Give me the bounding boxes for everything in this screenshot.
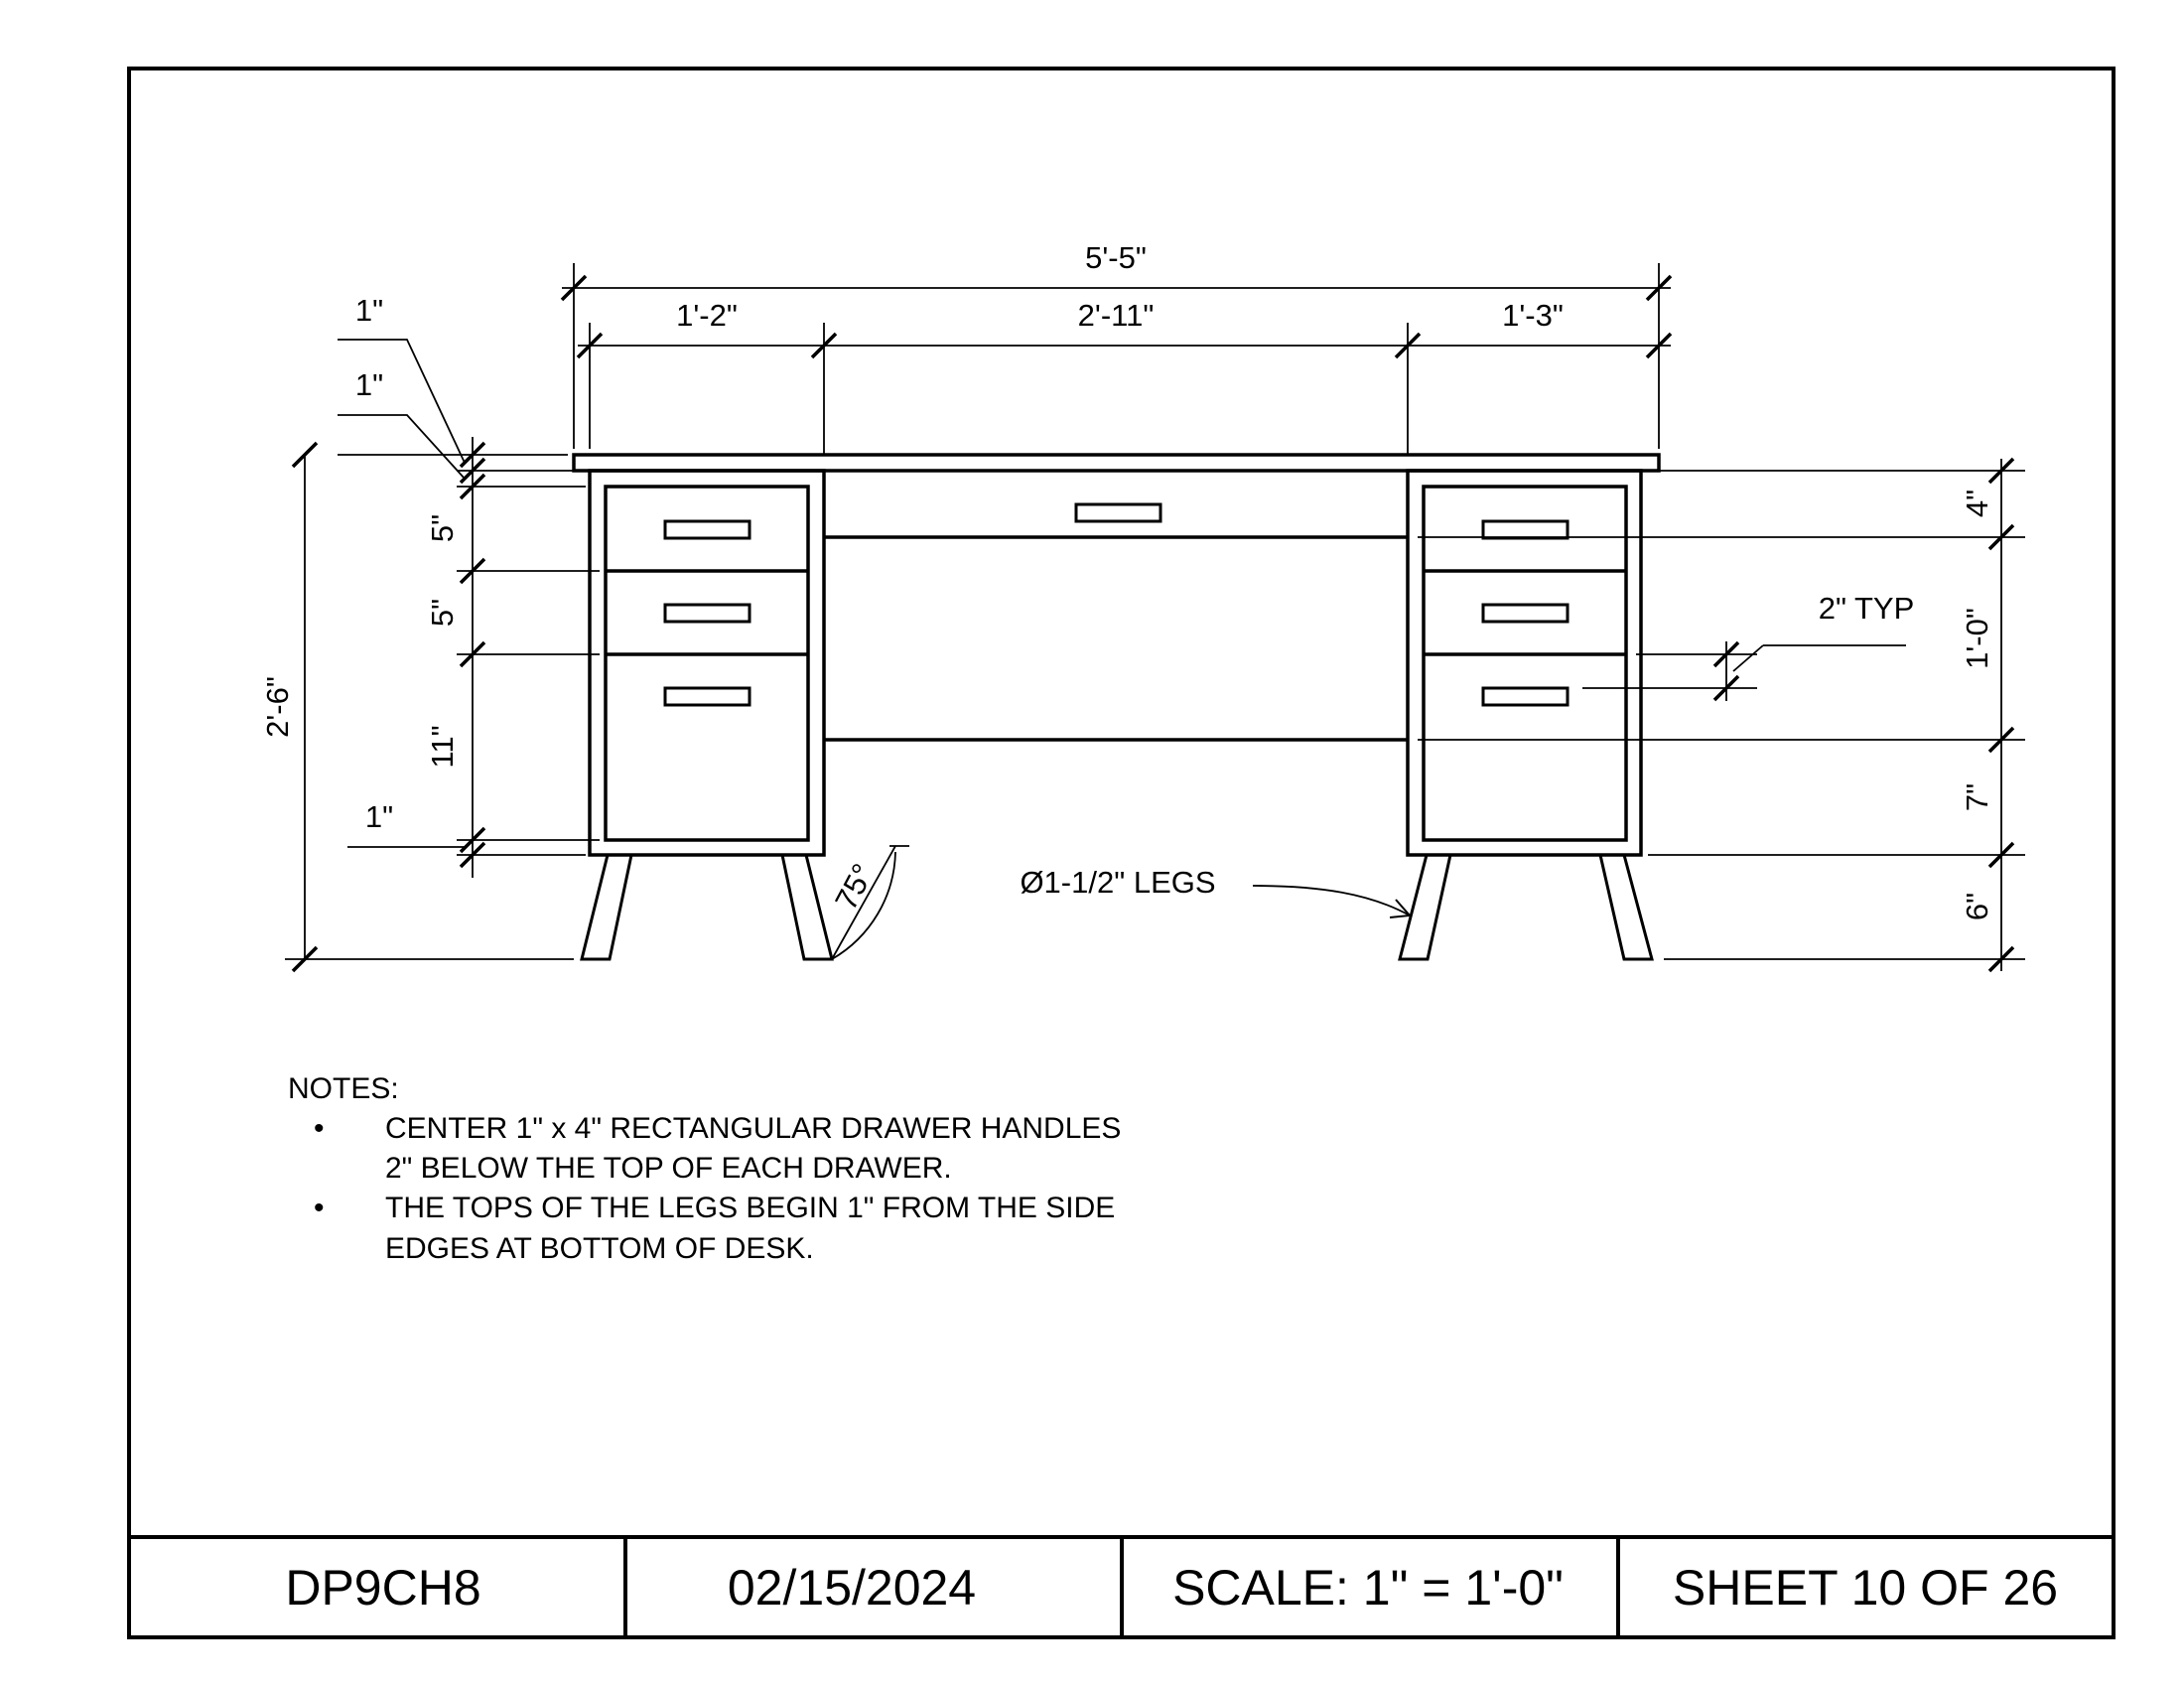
dim-center-drawer-height: 4": [1960, 490, 1994, 517]
handle-right-1: [1481, 519, 1570, 540]
note-1-line-1: CENTER 1" x 4" RECTANGULAR DRAWER HANDLE…: [385, 1112, 1121, 1145]
notes-heading: NOTES:: [288, 1072, 399, 1105]
legs: [580, 853, 1654, 961]
title-sheet: SHEET 10 OF 26: [1673, 1560, 2058, 1616]
dim-center-opening-width: 2'-11": [1078, 298, 1155, 333]
handle-center: [1074, 502, 1162, 523]
dim-handle-offset: 2" TYP: [1819, 591, 1915, 626]
legs-leader-arrow: [1389, 899, 1413, 918]
right-pedestal-frame: [1422, 485, 1628, 842]
desk: [572, 453, 1661, 857]
title-block: DP9CH8 02/15/2024 SCALE: 1" = 1'-0" SHEE…: [129, 1535, 2114, 1637]
title-drawing-id: DP9CH8: [285, 1560, 480, 1616]
leg-back-left: [780, 853, 834, 961]
dim-overall-height: 2'-6": [260, 676, 295, 738]
dim-drawer-3: 11": [425, 725, 460, 768]
dim-leg-diameter: Ø1-1/2" LEGS: [1020, 865, 1215, 900]
leg-front-right: [1398, 853, 1452, 961]
dim-leg-angle: 75°: [828, 858, 881, 915]
right-pedestal: [1406, 469, 1643, 857]
dim-drawer-1: 5": [425, 514, 460, 542]
note-1-line-2: 2" BELOW THE TOP OF EACH DRAWER.: [385, 1152, 952, 1185]
note-1-bullet: •: [314, 1112, 325, 1145]
note-2-line-2: EDGES AT BOTTOM OF DESK.: [385, 1232, 814, 1265]
leg-back-right: [1598, 853, 1654, 961]
dim-overall-width: 5'-5": [1085, 240, 1147, 275]
dim-left-pedestal-width: 1'-2": [676, 298, 738, 333]
left-pedestal-frame: [604, 485, 810, 842]
leg-front-left: [580, 853, 633, 961]
note-2-bullet: •: [314, 1192, 325, 1224]
dim-pedestal-height: 1'-0": [1960, 608, 1994, 669]
note-2-line-1: THE TOPS OF THE LEGS BEGIN 1" FROM THE S…: [385, 1192, 1115, 1224]
handle-right-3: [1481, 686, 1570, 707]
handle-left-3: [663, 686, 751, 707]
dim-leg-height: 6": [1960, 893, 1994, 920]
dimension-labels: 5'-5" 1'-2" 2'-11" 1'-3" 1" 1" 1" 5" 5" …: [260, 240, 1994, 920]
dim-drawer-2: 5": [425, 599, 460, 627]
handle-left-1: [663, 519, 751, 540]
dimension-lines: [285, 263, 2025, 971]
notes: NOTES: • CENTER 1" x 4" RECTANGULAR DRAW…: [288, 1072, 1121, 1265]
dim-lower-cabinet: 7": [1960, 783, 1994, 811]
desk-top: [572, 453, 1661, 473]
dim-top-thickness: 1": [355, 293, 383, 328]
dim-top-reveal: 1": [355, 367, 383, 402]
dim-base-reveal: 1": [365, 799, 393, 834]
handle-left-2: [663, 603, 751, 624]
dim-right-pedestal-width: 1'-3": [1502, 298, 1564, 333]
dimension-ticks: [291, 274, 2015, 973]
title-date: 02/15/2024: [728, 1560, 976, 1616]
left-pedestal: [588, 469, 826, 857]
drawer-handles: [663, 502, 1570, 707]
title-scale: SCALE: 1" = 1'-0": [1172, 1560, 1564, 1616]
handle-right-2: [1481, 603, 1570, 624]
